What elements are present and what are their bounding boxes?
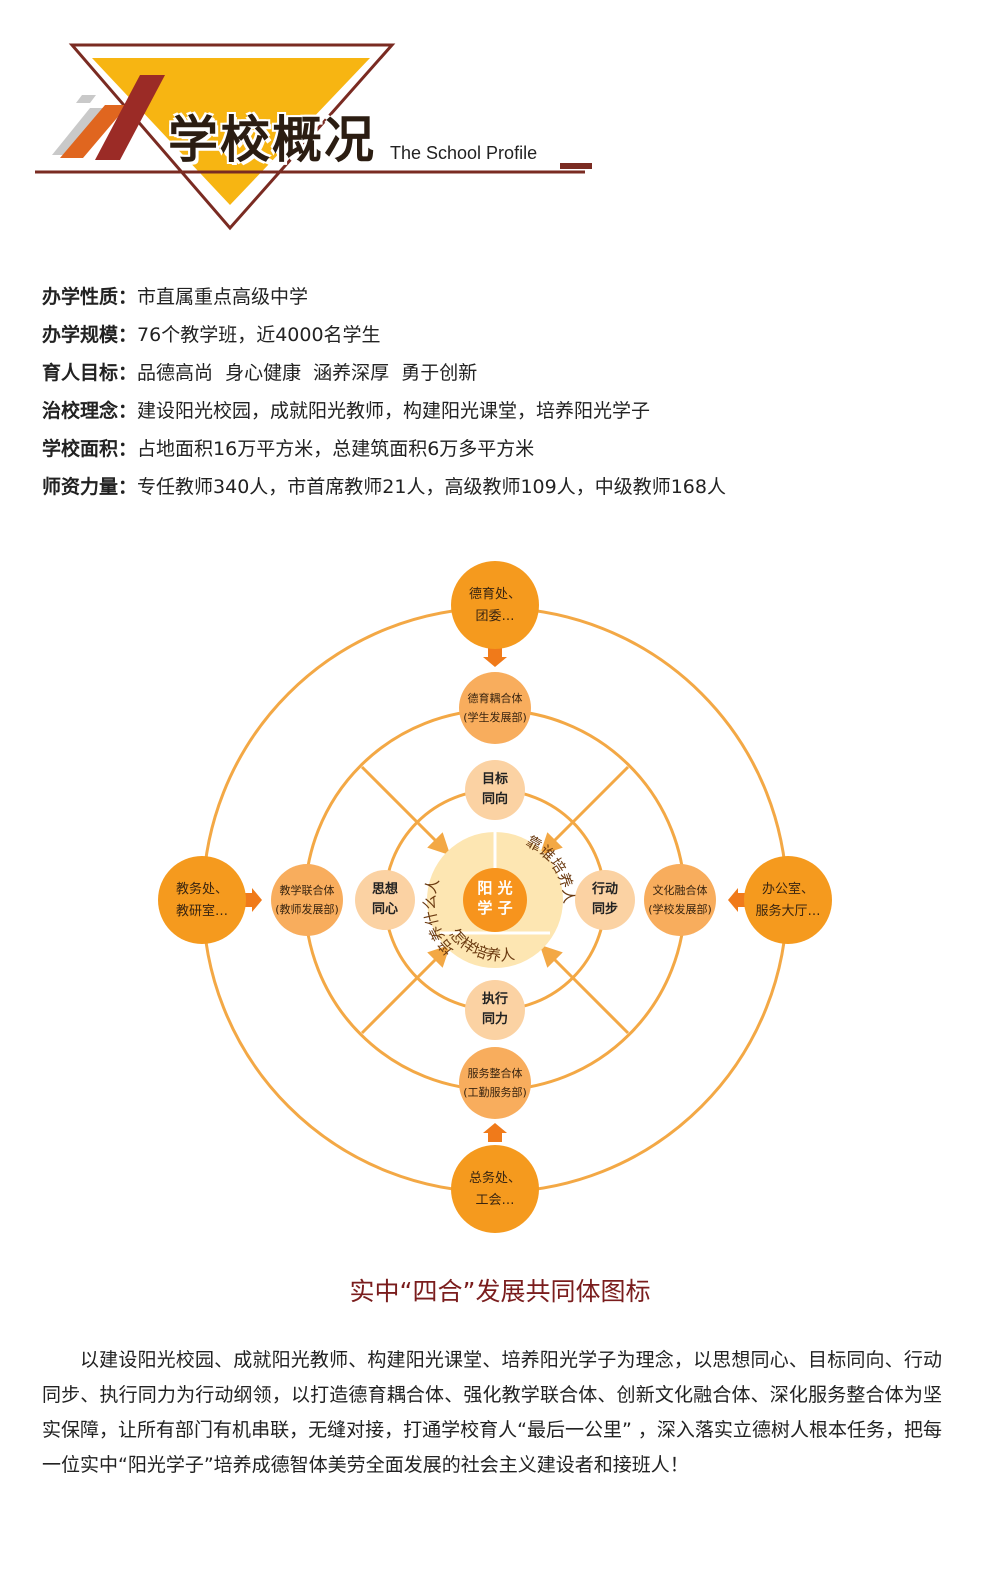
profile-value: 品德高尚 身心健康 涵养深厚 勇于创新 xyxy=(137,362,478,384)
profile-row-goal: 育人目标：品德高尚 身心健康 涵养深厚 勇于创新 xyxy=(42,359,962,397)
svg-text:思想: 思想 xyxy=(372,881,398,897)
svg-text:同力: 同力 xyxy=(482,1011,508,1027)
svg-text:同心: 同心 xyxy=(372,902,398,917)
profile-label: 育人目标： xyxy=(42,362,138,384)
svg-text:教务处、: 教务处、 xyxy=(176,881,228,897)
outer-node-bottom: 总务处、 工会… xyxy=(451,1145,539,1233)
page-subtitle: The School Profile xyxy=(390,143,538,163)
svg-text:团委…: 团委… xyxy=(475,609,514,624)
profile-row-nature: 办学性质：市直属重点高级中学 xyxy=(42,283,962,321)
page-title: 学校概况 xyxy=(168,111,376,169)
svg-text:服务整合体: 服务整合体 xyxy=(468,1066,523,1080)
inner-node-left: 思想 同心 xyxy=(355,870,415,930)
svg-text:德育处、: 德育处、 xyxy=(469,586,521,602)
profile-value: 76个教学班，近4000名学生 xyxy=(137,324,381,346)
svg-text:同向: 同向 xyxy=(482,791,508,807)
svg-text:(教师发展部): (教师发展部) xyxy=(275,902,339,916)
svg-text:工会…: 工会… xyxy=(475,1193,514,1208)
profile-row-faculty: 师资力量：专任教师340人，市首席教师21人，高级教师109人，中级教师168人 xyxy=(42,473,962,511)
profile-row-scale: 办学规模：76个教学班，近4000名学生 xyxy=(42,321,962,359)
header-decoration xyxy=(35,43,592,231)
svg-text:(学生发展部): (学生发展部) xyxy=(463,710,527,724)
svg-text:文化融合体: 文化融合体 xyxy=(653,883,708,897)
inner-node-top: 目标 同向 xyxy=(465,760,525,820)
profile-label: 办学性质： xyxy=(42,286,138,308)
center-label-2: 学 子 xyxy=(477,899,512,917)
diagram-caption: 实中“四合”发展共同体图标 xyxy=(349,1277,651,1306)
diagram-svg: 阳 光 学 子 培养什么人 靠谁培养人 怎样培养人 目标 同向 执行 同力 思想… xyxy=(158,561,832,1233)
middle-node-right: 文化融合体 (学校发展部) xyxy=(644,864,716,936)
svg-text:(工勤服务部): (工勤服务部) xyxy=(463,1085,527,1099)
svg-text:行动: 行动 xyxy=(591,881,618,897)
profile-label: 治校理念： xyxy=(42,400,138,422)
center-label-1: 阳 光 xyxy=(477,879,512,897)
description-paragraph: 以建设阳光校园、成就阳光教师、构建阳光课堂、培养阳光学子为理念，以思想同心、目标… xyxy=(42,1349,942,1476)
profile-list: 办学性质：市直属重点高级中学 办学规模：76个教学班，近4000名学生 育人目标… xyxy=(42,283,962,511)
inner-node-bottom: 执行 同力 xyxy=(465,980,525,1040)
profile-value: 市直属重点高级中学 xyxy=(137,286,309,308)
profile-row-area: 学校面积：占地面积16万平方米，总建筑面积6万多平方米 xyxy=(42,435,962,473)
profile-value: 占地面积16万平方米，总建筑面积6万多平方米 xyxy=(137,438,535,460)
outer-arrows xyxy=(243,648,747,1142)
profile-label: 办学规模： xyxy=(42,324,138,346)
middle-node-left: 教学联合体 (教师发展部) xyxy=(271,864,343,936)
outer-node-right: 办公室、 服务大厅… xyxy=(744,856,832,944)
middle-node-top: 德育耦合体 (学生发展部) xyxy=(459,672,531,744)
middle-node-bottom: 服务整合体 (工勤服务部) xyxy=(459,1047,531,1119)
svg-text:同步: 同步 xyxy=(592,901,618,917)
outer-node-top: 德育处、 团委… xyxy=(451,561,539,649)
profile-row-philosophy: 治校理念：建设阳光校园，成就阳光教师，构建阳光课堂，培养阳光学子 xyxy=(42,397,962,435)
svg-text:教学联合体: 教学联合体 xyxy=(280,883,335,897)
profile-value: 建设阳光校园，成就阳光教师，构建阳光课堂，培养阳光学子 xyxy=(137,400,651,422)
svg-text:(学校发展部): (学校发展部) xyxy=(648,902,712,916)
profile-value: 专任教师340人，市首席教师21人，高级教师109人，中级教师168人 xyxy=(137,476,726,498)
svg-text:目标: 目标 xyxy=(482,771,508,787)
header-banner: 学校概况 The School Profile xyxy=(0,0,1000,250)
svg-text:办公室、: 办公室、 xyxy=(762,881,814,897)
svg-text:总务处、: 总务处、 xyxy=(469,1170,521,1186)
four-unity-diagram: 阳 光 学 子 培养什么人 靠谁培养人 怎样培养人 目标 同向 执行 同力 思想… xyxy=(150,555,850,1245)
diagonal-arrows xyxy=(360,765,630,1035)
svg-text:德育耦合体: 德育耦合体 xyxy=(468,691,523,705)
profile-label: 学校面积： xyxy=(42,438,138,460)
svg-text:服务大厅…: 服务大厅… xyxy=(755,903,820,919)
svg-text:教研室…: 教研室… xyxy=(176,903,228,919)
outer-node-left: 教务处、 教研室… xyxy=(158,856,246,944)
inner-node-right: 行动 同步 xyxy=(575,870,635,930)
svg-text:执行: 执行 xyxy=(482,991,508,1007)
profile-label: 师资力量： xyxy=(42,476,138,498)
center-node xyxy=(463,868,527,932)
